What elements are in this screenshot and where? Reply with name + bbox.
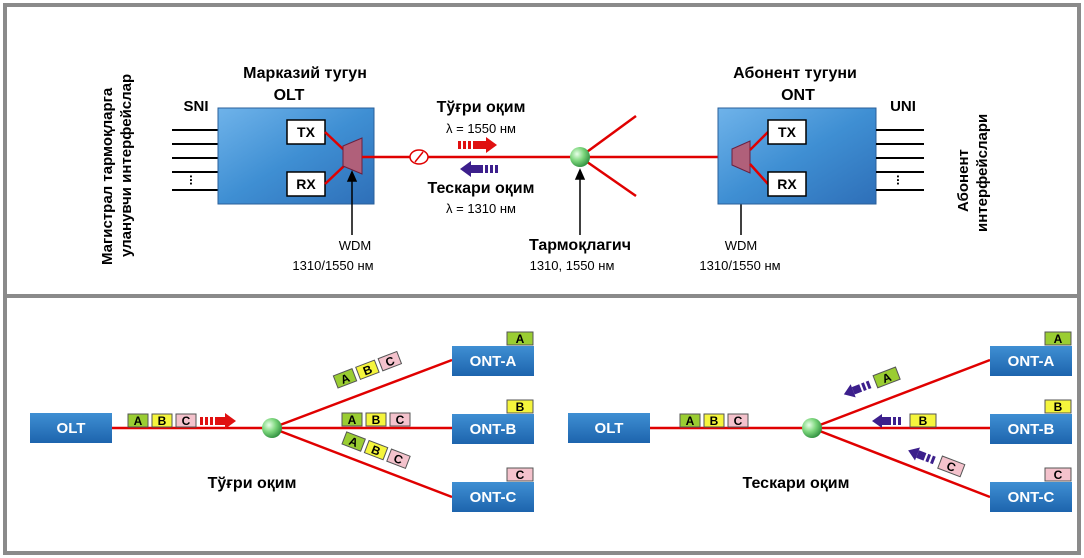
pointer-arrows xyxy=(346,168,747,235)
pkt-b: B xyxy=(710,414,719,428)
tag-c: C xyxy=(516,468,525,482)
upstream-ont-a: A ONT-A xyxy=(990,331,1072,376)
upstream-splitter-icon xyxy=(802,418,822,438)
left-label-line2: уланувчи интерфейслар xyxy=(118,74,135,257)
downstream-packets-middle: A B C xyxy=(341,412,411,427)
downstream-packets-upper: A B C xyxy=(332,350,403,389)
olt-internal-fibers xyxy=(324,131,345,185)
pkt-a: A xyxy=(686,414,695,428)
ont-node-name: ONT xyxy=(781,87,815,104)
sni-label: SNI xyxy=(183,98,208,115)
pkt-a: A xyxy=(348,413,357,427)
ont-b-label: ONT-B xyxy=(1008,421,1055,438)
ont-rx-label: RX xyxy=(777,176,797,192)
upstream-fibers xyxy=(650,358,991,499)
upstream-olt-box xyxy=(568,413,650,443)
tag-a: A xyxy=(516,332,525,346)
wdm-icon xyxy=(342,137,363,175)
upstream-branch-c: C xyxy=(908,447,966,478)
ont-c-label: ONT-C xyxy=(470,489,517,506)
downstream-splitter-icon xyxy=(262,418,282,438)
right-label-line2: интерфейслари xyxy=(974,114,991,232)
olt-rx-label: RX xyxy=(296,176,316,192)
olt-node-name: OLT xyxy=(274,87,305,104)
olt-node-title: Марказий тугун xyxy=(243,65,367,82)
right-label-line1: Абонент xyxy=(955,149,972,212)
ont-internal-fibers xyxy=(749,131,769,185)
ont-wdm-icon xyxy=(731,140,751,174)
ont-node-title: Абонент тугуни xyxy=(733,65,857,82)
tag-b: B xyxy=(516,400,525,414)
right-interfaces-label: Абонент интерфейслари xyxy=(955,114,991,232)
downstream-ont-a: A ONT-A xyxy=(452,331,534,376)
upstream-ont-b: B ONT-B xyxy=(990,399,1072,444)
pkt-b: B xyxy=(919,414,928,428)
downstream-caption: Тўғри оқим xyxy=(208,475,297,492)
upstream-branch-a: A xyxy=(843,366,901,398)
upstream-caption: Тескари оқим xyxy=(743,475,850,492)
downstream-title: Тўғри оқим xyxy=(437,99,526,116)
upstream-wavelength: λ = 1310 нм xyxy=(446,201,516,216)
ont-rx-box xyxy=(767,171,807,197)
pkt-c: C xyxy=(182,414,191,428)
splitter-title: Тармоқлагич xyxy=(529,237,631,254)
pkt-c: C xyxy=(396,413,405,427)
downstream-packets-olt: A B C xyxy=(127,413,197,428)
downstream-ont-c: C ONT-C xyxy=(452,467,534,512)
pkt-c: C xyxy=(734,414,743,428)
ont-tx-label: TX xyxy=(778,124,797,140)
fiber-break-icon xyxy=(409,149,429,165)
tag-c: C xyxy=(1054,468,1063,482)
ont-wdm-wavelengths: 1310/1550 нм xyxy=(699,258,780,273)
ont-a-label: ONT-A xyxy=(470,353,517,370)
downstream-fibers xyxy=(112,358,453,499)
uni-lines xyxy=(876,129,924,191)
splitter-wavelengths: 1310, 1550 нм xyxy=(530,258,615,273)
pkt-b: B xyxy=(158,414,167,428)
upstream-ont-c: C ONT-C xyxy=(990,467,1072,512)
uni-ellipsis: ... xyxy=(894,175,909,186)
olt-wdm-label: WDM xyxy=(339,238,372,253)
downstream-packets-lower: A B C xyxy=(341,431,411,470)
upstream-olt-label: OLT xyxy=(595,420,624,437)
tag-b: B xyxy=(1054,400,1063,414)
ont-b-label: ONT-B xyxy=(470,421,517,438)
olt-tx-label: TX xyxy=(297,124,316,140)
downstream-olt-box xyxy=(30,413,112,443)
sni-lines xyxy=(172,129,218,191)
ont-c-label: ONT-C xyxy=(1008,489,1055,506)
uni-label: UNI xyxy=(890,98,916,115)
pkt-b: B xyxy=(372,413,381,427)
upstream-arrow-icon xyxy=(460,161,498,177)
sni-ellipsis: ... xyxy=(187,175,202,186)
left-interfaces-label: Магистрал тармоқларга уланувчи интерфейс… xyxy=(99,74,135,265)
downstream-olt-label: OLT xyxy=(57,420,86,437)
tag-a: A xyxy=(1054,332,1063,346)
downstream-ont-b: B ONT-B xyxy=(452,399,534,444)
pkt-a: A xyxy=(134,414,143,428)
ont-tx-box xyxy=(767,119,807,145)
downstream-arrow-icon xyxy=(458,137,497,153)
downstream-wavelength: λ = 1550 нм xyxy=(446,121,516,136)
upstream-packets-olt: A B C xyxy=(679,413,749,428)
splitter-icon xyxy=(570,147,590,167)
left-label-line1: Магистрал тармоқларга xyxy=(99,87,116,265)
ont-a-label: ONT-A xyxy=(1008,353,1055,370)
olt-wdm-wavelengths: 1310/1550 нм xyxy=(292,258,373,273)
upstream-title: Тескари оқим xyxy=(428,180,535,197)
frame xyxy=(3,3,1081,555)
ont-wdm-label: WDM xyxy=(725,238,758,253)
upstream-branch-b: B xyxy=(872,413,937,428)
splitter-branches-top xyxy=(579,114,732,198)
downstream-arrow-icon-2 xyxy=(200,413,236,429)
